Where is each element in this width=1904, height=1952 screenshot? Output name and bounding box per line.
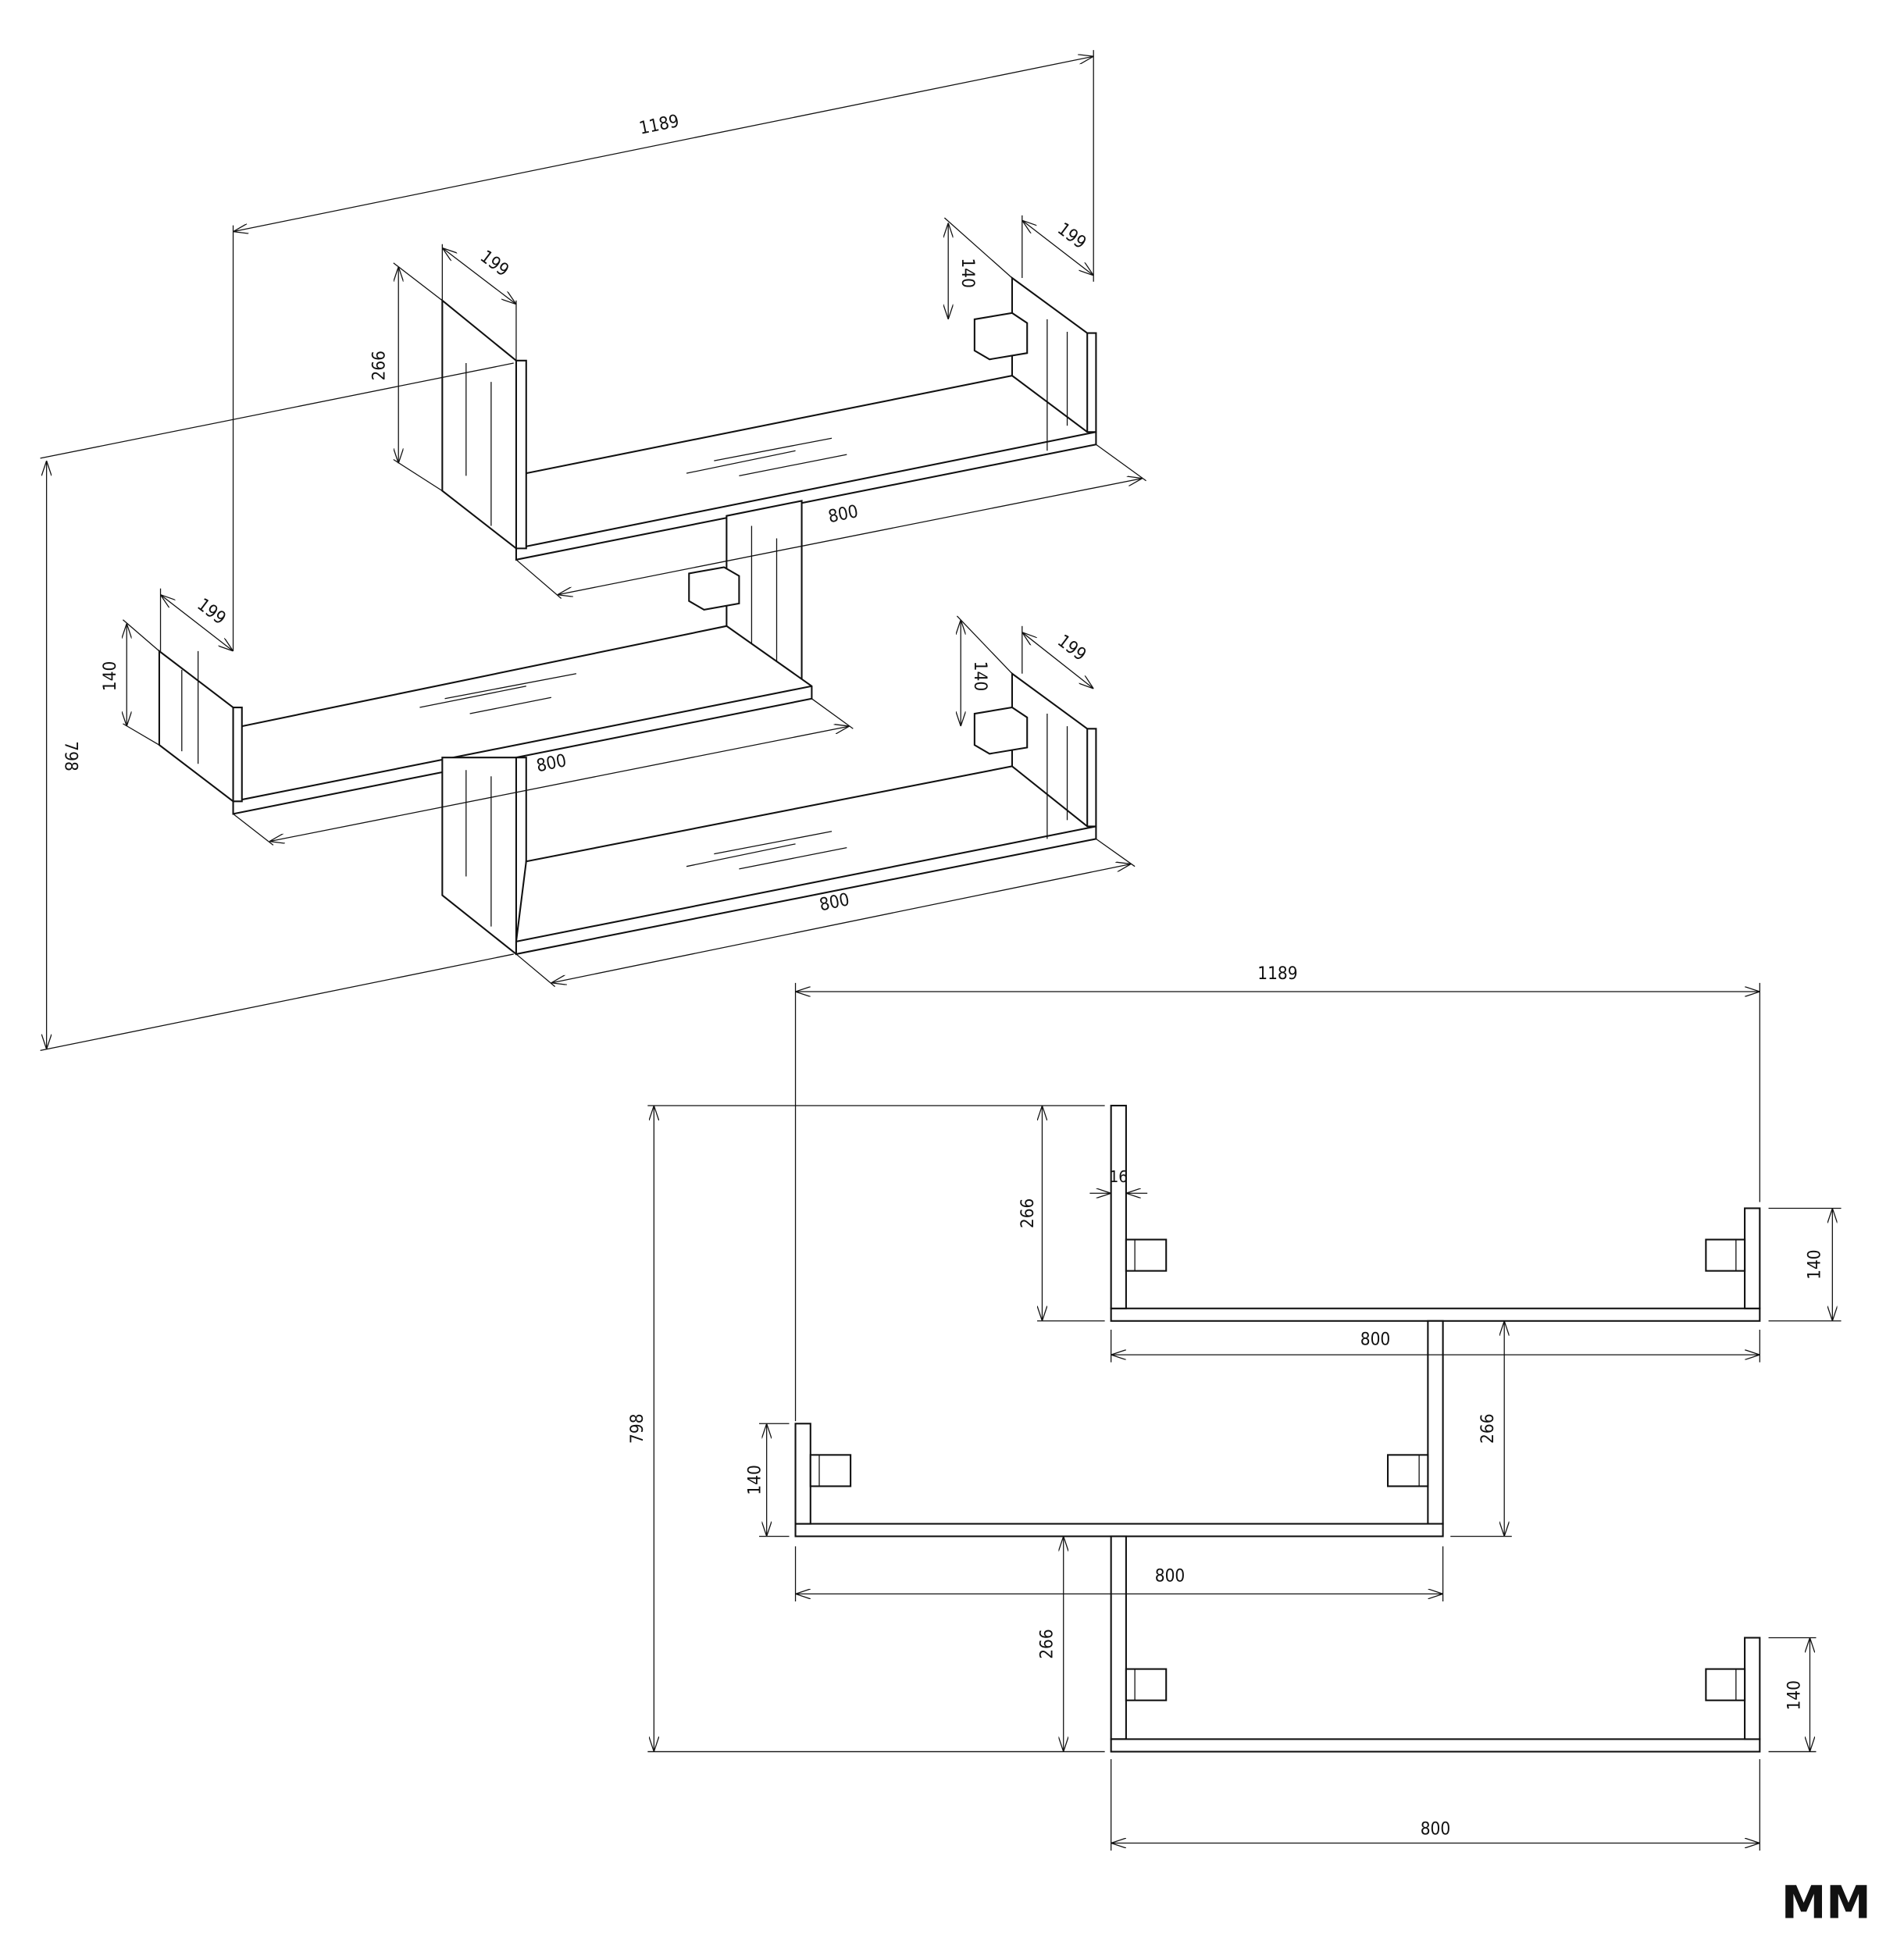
front-800-label: 800 <box>1155 1566 1186 1586</box>
front-dimensions: 1189 798 266 16 140 800 266 140 800 266 … <box>627 964 1842 1851</box>
front-140-label: 140 <box>1785 1680 1805 1711</box>
front-lower-vertical <box>1110 1535 1127 1740</box>
iso-800-label: 800 <box>535 750 569 776</box>
iso-199-label: 199 <box>1054 219 1089 253</box>
front-140-label: 140 <box>745 1465 765 1495</box>
isometric-view: 1189 798 266 199 199 199 199 140 140 140… <box>40 50 1146 1052</box>
brand-logo: MM <box>1781 1876 1871 1929</box>
iso-199-label: 199 <box>193 594 229 629</box>
iso-800-label: 800 <box>826 501 860 527</box>
iso-140-label: 140 <box>957 258 978 288</box>
front-middle-vertical <box>1427 1320 1444 1525</box>
thickness-label: 16 <box>1109 1167 1128 1186</box>
iso-199-label: 199 <box>476 247 512 281</box>
iso-width-label: 1189 <box>637 111 681 139</box>
iso-266-label: 266 <box>369 351 390 381</box>
front-800-label: 800 <box>1421 1818 1451 1839</box>
front-width-label: 1189 <box>1257 964 1297 984</box>
front-middle-shelf <box>794 1423 1444 1537</box>
front-bottom-shelf <box>1110 1637 1761 1753</box>
front-view: 1189 798 266 16 140 800 266 140 800 266 … <box>627 964 1842 1851</box>
iso-height-label: 798 <box>61 741 81 771</box>
iso-bottom-shelf <box>441 671 1097 956</box>
front-266-label: 266 <box>1036 1629 1057 1659</box>
front-266-label: 266 <box>1018 1199 1038 1229</box>
iso-199-label: 199 <box>1054 631 1089 665</box>
front-height-label: 798 <box>627 1413 647 1444</box>
iso-140-label: 140 <box>970 661 990 692</box>
front-266-label: 266 <box>1478 1413 1498 1444</box>
front-800-label: 800 <box>1360 1329 1391 1349</box>
front-140-label: 140 <box>1804 1249 1824 1280</box>
iso-140-label: 140 <box>100 661 120 692</box>
front-top-shelf <box>1110 1104 1761 1322</box>
